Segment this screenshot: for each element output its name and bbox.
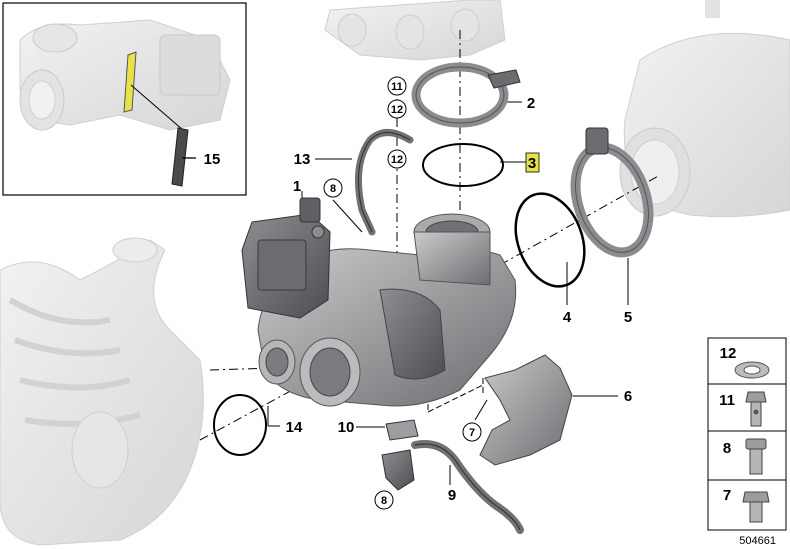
- callout-5: 5: [624, 309, 632, 326]
- callout-labels: 1 2 3 4 5 6 7 8 8 9 10 11 12 12 13 14 15: [204, 81, 633, 507]
- oil-feed-line-13: [354, 129, 414, 236]
- wastegate-actuator: [241, 197, 331, 319]
- banjo-fitting-lower: [381, 449, 415, 491]
- key-label-12: 12: [720, 345, 737, 362]
- part-15-bracket: [171, 127, 189, 187]
- callout-1: 1: [293, 178, 301, 195]
- callout-7: 7: [469, 427, 475, 439]
- gasket-10: [385, 419, 419, 441]
- hex-bolt-icon: [742, 491, 770, 523]
- callout-10: 10: [338, 419, 355, 436]
- callout-12-lower: 12: [391, 154, 403, 166]
- highlight-box-3: [525, 152, 540, 173]
- callout-12-upper: 12: [391, 104, 403, 116]
- key-label-11: 11: [719, 392, 735, 409]
- key-label-8: 8: [723, 440, 731, 457]
- heat-shield-highlight: [123, 51, 137, 113]
- callout-3: 3: [528, 155, 536, 172]
- gasket-4: [514, 192, 586, 288]
- v-band-clamp-2: [411, 62, 521, 128]
- callout-6: 6: [624, 388, 632, 405]
- callout-8-upper: 8: [330, 183, 336, 195]
- callout-9: 9: [448, 487, 456, 504]
- detail-inset: [2, 2, 247, 196]
- gasket-ring-14: [213, 394, 267, 456]
- catalytic-converter-ghost: [619, 0, 790, 218]
- leader-lines: [199, 30, 661, 490]
- circled-badges: [323, 76, 482, 510]
- hollow-screw-icon: [745, 438, 767, 475]
- hollow-bolt-icon: [745, 391, 767, 427]
- callout-4: 4: [563, 309, 572, 326]
- heat-shield-bracket-6: [479, 354, 573, 466]
- callout-13: 13: [294, 151, 311, 168]
- parts-key: [707, 337, 787, 531]
- exhaust-manifold-ghost: [324, 0, 506, 61]
- gasket-ring-3: [422, 143, 504, 187]
- diagram-reference-number: 504661: [739, 535, 776, 547]
- callout-2: 2: [527, 95, 535, 112]
- callout-8-lower: 8: [381, 495, 387, 507]
- turbocharger: [257, 213, 517, 407]
- v-band-clamp-5: [570, 127, 654, 258]
- callout-15: 15: [204, 151, 221, 168]
- intake-duct-ghost: [0, 237, 204, 546]
- key-labels: 12 11 8 7: [719, 345, 736, 504]
- key-label-7: 7: [723, 487, 731, 504]
- callout-14: 14: [286, 419, 303, 436]
- callout-11: 11: [391, 81, 403, 93]
